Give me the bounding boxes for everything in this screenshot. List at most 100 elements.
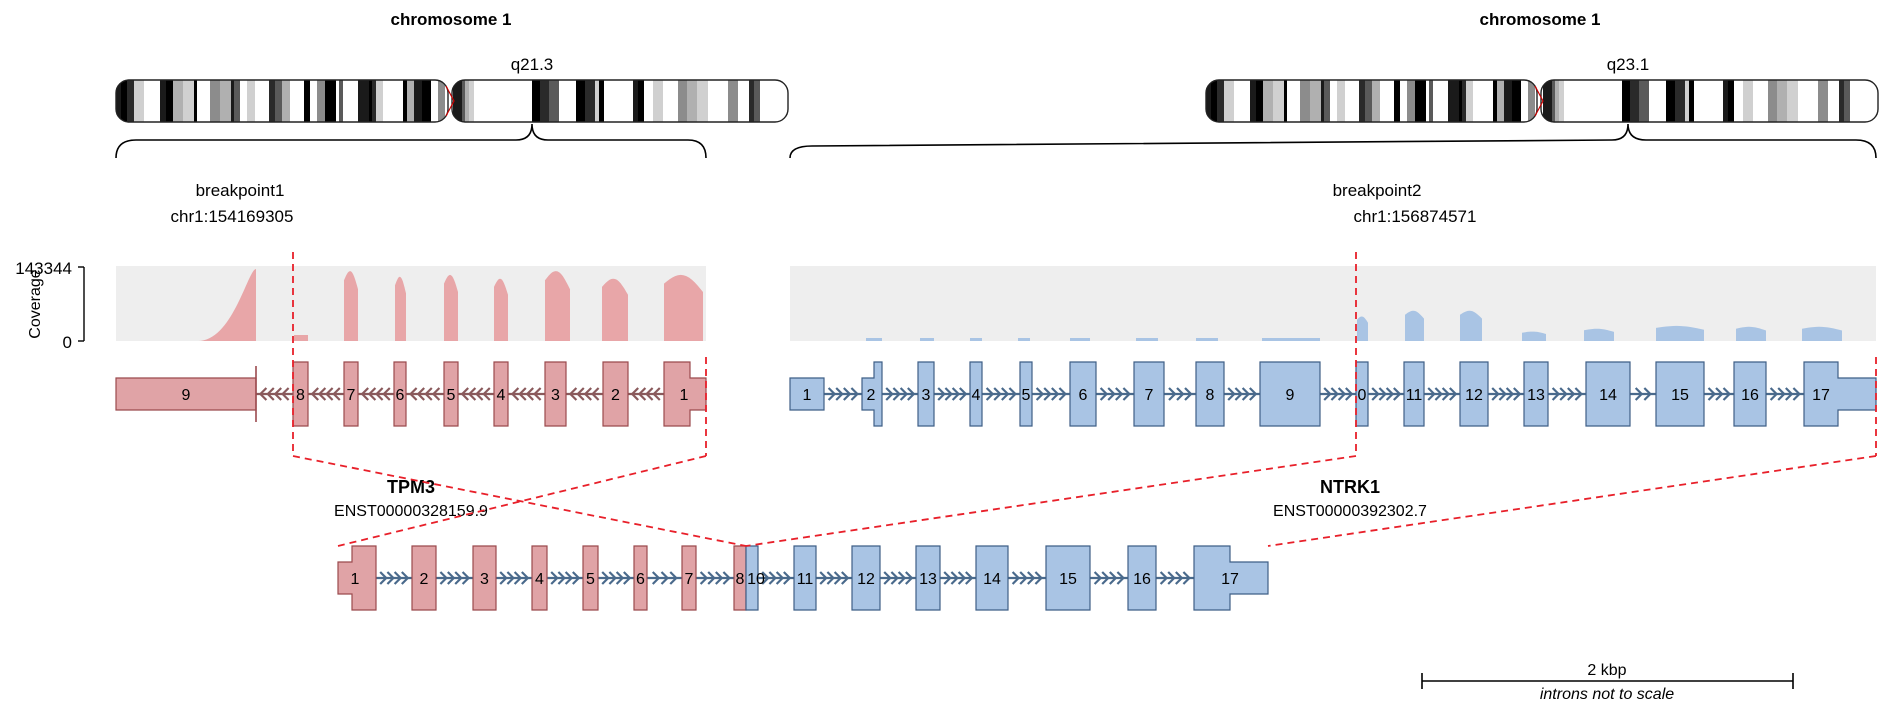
ntrk1-intron-4-strand-arrow (1001, 387, 1010, 401)
ntrk1-intron-4-strand-arrow (993, 387, 1002, 401)
tpm3-exon (493, 361, 509, 427)
ntrk1-intron-16-strand-arrow (1785, 387, 1794, 401)
fusion-intron-4-strand-arrow (564, 571, 574, 585)
ntrk1-coverage-exon-15 (1656, 325, 1704, 341)
fusion-exon (472, 545, 497, 611)
ntrk1-intron-2-strand-arrow (899, 387, 909, 401)
fusion-intron-7-strand-arrow (699, 571, 709, 585)
ntrk1-intron-14-strand-arrow (1643, 387, 1652, 401)
ntrk1-intron-16-strand-arrow (1777, 387, 1786, 401)
fusion-exon-label: 17 (1221, 571, 1239, 588)
fusion-intron-11-strand-arrow (905, 571, 914, 585)
tpm3-intron-4-strand-arrow (424, 387, 433, 401)
tpm3-intron-1-strand-arrow (281, 387, 290, 401)
ntrk1-coverage-low-4 (1018, 338, 1030, 341)
ntrk1-exon (1585, 361, 1631, 427)
fusion-intron-9-strand-arrow (783, 571, 792, 585)
ntrk1-exon (789, 377, 825, 411)
tpm3-coverage-exon-8 (294, 335, 308, 341)
ntrk1-coverage-exon-11 (1405, 310, 1424, 341)
ntrk1-exon (1069, 361, 1097, 427)
ntrk1-exon-label: 16 (1741, 387, 1759, 404)
right-ideogram-centromere (1534, 85, 1544, 117)
fusion-exon (582, 545, 599, 611)
ntrk1-exon-label: 17 (1812, 387, 1830, 404)
fusion-exon-label: 5 (586, 571, 595, 588)
fusion-exon (851, 545, 881, 611)
fusion-intron-6-strand-arrow (651, 571, 661, 585)
breakpoint-lines (292, 252, 1877, 547)
ntrk1-intron-15-strand-arrow (1722, 387, 1732, 401)
ntrk1-coverage (866, 310, 1842, 341)
fusion-intron-9-strand-arrow (768, 571, 777, 585)
ntrk1-intron-13-strand-arrow (1574, 387, 1583, 401)
ntrk1-intron-10-strand-arrow (1393, 387, 1402, 401)
fusion-intron-4-strand-arrow (550, 571, 559, 585)
right-band-label: q23.1 (1607, 55, 1650, 74)
fusion-exon (1193, 545, 1269, 611)
tpm3-intron-4-strand-arrow (431, 387, 441, 401)
tpm3-intron-1-strand-arrow (258, 387, 268, 401)
coverage-max-label: 143344 (15, 259, 72, 278)
ntrk1-intron-10-strand-arrow (1385, 387, 1395, 401)
fusion-intron-10-strand-arrow (819, 571, 828, 585)
breakpoint2-label: breakpoint2 (1333, 181, 1422, 200)
ntrk1-intron-6-strand-arrow (1115, 387, 1124, 401)
fusion-intron-5-strand-arrow (615, 571, 625, 585)
fusion-intron-11-strand-arrow (883, 571, 892, 585)
ntrk1-coverage-exon-14 (1584, 328, 1614, 341)
breakpoint1-label: breakpoint1 (196, 181, 285, 200)
ntrk1-coverage-low-2 (920, 338, 934, 341)
tpm3-intron-3-strand-arrow (382, 387, 391, 401)
ntrk1-coverage-exon-10 (1357, 316, 1368, 341)
ntrk1-intron-6-strand-arrow (1099, 387, 1109, 401)
fusion-intron-2-strand-arrow (454, 571, 463, 585)
fusion-intron-13-strand-arrow (1019, 571, 1028, 585)
ntrk1-exon-label: 1 (803, 387, 812, 404)
ntrk1-intron-11-strand-arrow (1434, 387, 1443, 401)
tpm3-intron-2-strand-arrow (332, 387, 341, 401)
tpm3-coverage-exon-1 (664, 274, 703, 341)
ntrk1-exon (1655, 361, 1705, 427)
fusion-intron-10-strand-arrow (833, 571, 843, 585)
fusion-intron-11-strand-arrow (897, 571, 907, 585)
tpm3-transcript-id: ENST00000328159.9 (334, 503, 488, 520)
tpm3-exon (443, 361, 459, 427)
fusion-exon (633, 545, 648, 611)
ntrk1-intron-1-strand-arrow (835, 387, 844, 401)
tpm3-intron-5-strand-arrow (460, 387, 469, 401)
ntrk1-intron-3-strand-arrow (944, 387, 953, 401)
tpm3-exon (343, 361, 359, 427)
fusion-intron-11-strand-arrow (890, 571, 899, 585)
ntrk1-exon-label: 13 (1527, 387, 1545, 404)
fusion-intron-6-strand-arrow (669, 571, 678, 585)
fusion-intron-15-strand-arrow (1182, 571, 1191, 585)
ntrk1-intron-9-strand-arrow (1345, 387, 1354, 401)
ntrk1-intron-9-strand-arrow (1330, 387, 1339, 401)
tpm3-intron-8-strand-arrow (652, 387, 661, 401)
fusion-intron-2-strand-arrow (447, 571, 456, 585)
fusion-exon-label: 13 (919, 571, 937, 588)
ntrk1-intron-8-strand-arrow (1234, 387, 1243, 401)
fusion-intron-12-strand-arrow (965, 571, 974, 585)
fusion-intron-7-strand-arrow (715, 571, 724, 585)
ntrk1-intron-1-strand-arrow (850, 387, 859, 401)
fusion-intron-5-strand-arrow (601, 571, 610, 585)
fusion-exon (915, 545, 941, 611)
left-band-label: q21.3 (511, 55, 554, 74)
tpm3-exon (393, 361, 407, 427)
tpm3-intron-6-strand-arrow (525, 387, 534, 401)
fusion-intron-3-strand-arrow (506, 571, 515, 585)
fusion-exon-label: 7 (685, 571, 694, 588)
tpm3-intron-3-strand-arrow (367, 387, 377, 401)
ntrk1-exon (1019, 361, 1033, 427)
fusion-intron-7-strand-arrow (707, 571, 716, 585)
left-chromosome-title: chromosome 1 (391, 10, 512, 29)
fusion-intron-1-strand-arrow (386, 571, 395, 585)
ntrk1-coverage-low-7 (1196, 338, 1218, 341)
fusion-exon-label: 1 (351, 571, 360, 588)
fusion-exon (337, 545, 377, 611)
tpm3-exon-label: 9 (182, 387, 191, 404)
ntrk1-intron-15-strand-arrow (1707, 387, 1717, 401)
